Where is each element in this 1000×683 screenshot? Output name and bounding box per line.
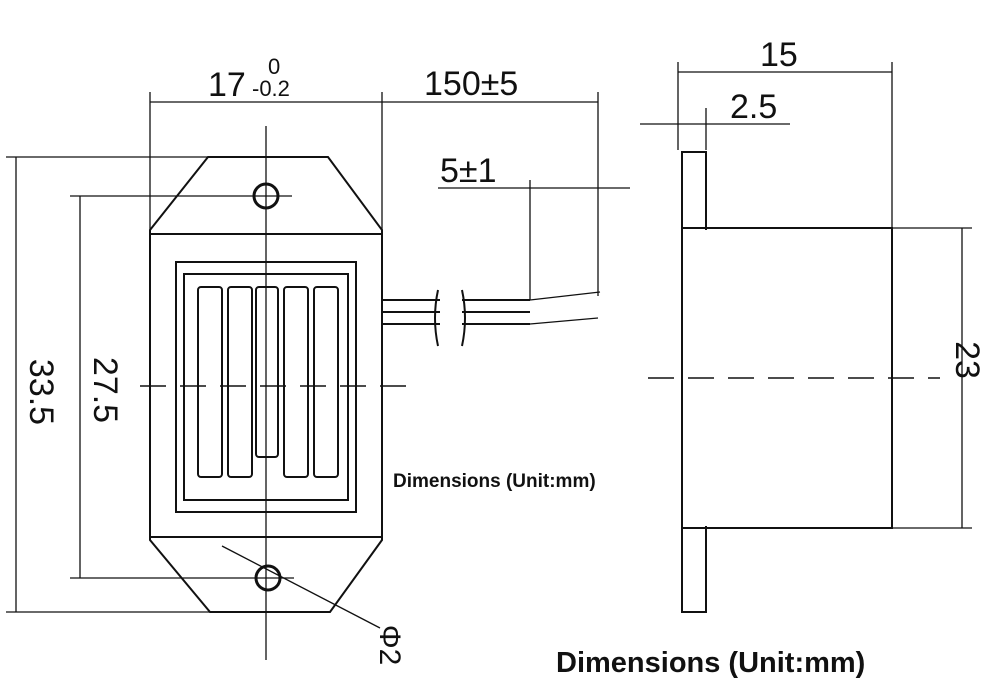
leader-line (221, 545, 381, 629)
depth-value: 15 (760, 36, 798, 74)
body-height-value: 23 (948, 341, 986, 379)
slot (227, 286, 253, 478)
side-view: 15 2.5 23 (640, 36, 986, 613)
width-value: 17 (208, 66, 246, 104)
dim-hole-diameter: Φ2 (221, 545, 406, 666)
width-tolerance-upper: 0 (268, 54, 280, 79)
hole-diameter-value: Φ2 (373, 625, 406, 666)
dim-total-height: 33.5 (6, 156, 210, 613)
slot (255, 286, 279, 458)
inline-dimensions-note: Dimensions (Unit:mm) (393, 471, 596, 492)
front-body-outline (149, 156, 383, 613)
dim-depth: 15 (677, 36, 893, 228)
lead-break-right (461, 289, 466, 347)
lead-strip-end (529, 291, 601, 301)
slot (283, 286, 309, 478)
dim-hole-pitch: 27.5 (70, 195, 240, 579)
lead-strip-end (529, 317, 599, 325)
hole-pitch-value: 27.5 (86, 357, 124, 423)
dim-flange-thickness: 2.5 (640, 88, 790, 150)
front-view: 17 -0.2 0 150±5 5±1 33.5 27.5 (6, 54, 630, 665)
dim-lead-strip: 5±1 (438, 152, 630, 300)
dim-width: 17 -0.2 0 (149, 54, 383, 230)
lead-strip-value: 5±1 (440, 152, 496, 190)
flange-thickness-value: 2.5 (730, 88, 777, 126)
dim-body-height: 23 (892, 227, 986, 529)
width-tolerance-lower: -0.2 (252, 76, 290, 101)
lead-break-left (434, 289, 439, 347)
slot (313, 286, 339, 478)
footer-dimensions-note: Dimensions (Unit:mm) (556, 647, 865, 679)
total-height-value: 33.5 (22, 359, 60, 425)
sound-slots (197, 286, 339, 478)
lead-wires (382, 289, 601, 347)
lead-length-value: 150±5 (424, 65, 518, 103)
dim-lead-length: 150±5 (382, 65, 599, 296)
slot (197, 286, 223, 478)
